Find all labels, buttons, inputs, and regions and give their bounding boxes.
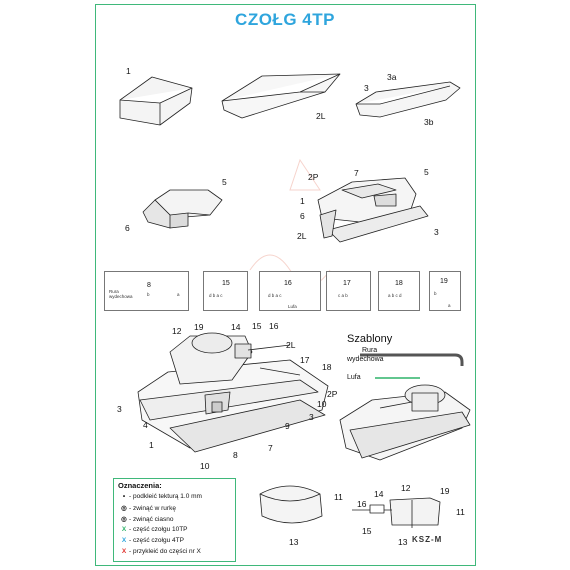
gun-assembly-drawing: [352, 497, 441, 528]
page-border: [95, 4, 476, 566]
callout-main-10-bottom: 10: [200, 461, 210, 471]
detail-box-16: 16 d b a c Lufa: [259, 271, 321, 311]
callout-main-18: 18: [322, 362, 332, 372]
assembled-model-drawing: [339, 384, 471, 461]
part-2L-drawing: [221, 73, 341, 119]
callout-gun-11: 11: [456, 507, 465, 517]
turret-ring-drawing: [259, 485, 323, 524]
callout-main-16: 16: [269, 321, 279, 331]
template-exhaust-label-2: wydechowa: [347, 356, 384, 363]
template-lines: [360, 353, 464, 379]
callout-main-14: 14: [231, 322, 241, 332]
legend-item: X- przykleić do części nr X: [119, 548, 201, 555]
callout-main-2P: 2P: [327, 389, 338, 399]
callout-gun-12: 12: [401, 483, 411, 493]
legend-marker: X: [121, 537, 127, 544]
detail-box-15: 15 d b a c: [203, 271, 248, 311]
callout-ring-13: 13: [289, 537, 299, 547]
legend-item: ◎- zwinąć w rurkę: [119, 504, 176, 512]
callout-main-15: 15: [252, 321, 262, 331]
callout-gun-14: 14: [374, 489, 384, 499]
turret-drawing: [142, 189, 223, 229]
callout-main-3-right: 3: [309, 412, 314, 422]
template-exhaust-label-1: Rura: [362, 347, 378, 354]
legend-item: X- część czołgu 4TP: [119, 537, 184, 544]
callout-3a: 3a: [387, 72, 397, 82]
callout-gun-15: 15: [362, 526, 372, 536]
callout-hull-2L: 2L: [297, 231, 307, 241]
callout-main-12: 12: [172, 326, 182, 336]
callout-3: 3: [364, 83, 369, 93]
legend-text: - przykleić do części nr X: [129, 548, 201, 555]
main-tank-drawing: [137, 332, 329, 453]
callout-gun-19: 19: [440, 486, 450, 496]
legend-item: ◎- zwinąć ciasno: [119, 515, 173, 523]
callout-main-1: 1: [149, 440, 154, 450]
legend-panel: Oznaczenia: •- podkleić tekturą 1.0 mm ◎…: [113, 478, 236, 562]
callout-hull-1: 1: [300, 196, 305, 206]
callout-main-9: 9: [285, 421, 290, 431]
callout-main-7: 7: [268, 443, 273, 453]
callout-hull-5: 5: [424, 167, 429, 177]
legend-text: - podkleić tekturą 1.0 mm: [129, 493, 202, 500]
callout-main-10-right: 10: [317, 399, 327, 409]
callout-3b: 3b: [424, 117, 434, 127]
legend-marker: X: [121, 548, 127, 555]
legend-title: Oznaczenia:: [118, 481, 162, 490]
part-1-drawing: [119, 76, 193, 126]
legend-marker: ◎: [121, 505, 127, 512]
callout-gun-16: 16: [357, 499, 367, 509]
callout-hull-2P: 2P: [308, 172, 319, 182]
hull-assembly-drawing: [317, 177, 429, 243]
legend-text: - zwinąć w rurkę: [129, 505, 176, 512]
template-barrel-label: Lufa: [347, 374, 361, 381]
detail-box-8: 8 Rura wydechowa a b: [104, 271, 189, 311]
detail-box-18: 18 a b c d: [378, 271, 420, 311]
legend-marker: ◎: [121, 516, 127, 523]
callout-main-19: 19: [194, 322, 204, 332]
legend-text: - zwinąć ciasno: [129, 516, 174, 523]
callout-hull-7: 7: [354, 168, 359, 178]
callout-main-2L: 2L: [286, 340, 296, 350]
callout-main-3-left: 3: [117, 404, 122, 414]
callout-turret-6: 6: [125, 223, 130, 233]
legend-item: •- podkleić tekturą 1.0 mm: [119, 493, 202, 500]
callout-hull-3: 3: [434, 227, 439, 237]
publisher-logo: KSZ-M: [412, 535, 443, 544]
callout-main-17: 17: [300, 355, 310, 365]
legend-text: - część czołgu 4TP: [129, 537, 184, 544]
legend-item: X- część czołgu 10TP: [119, 526, 188, 533]
page-title: CZOŁG 4TP: [235, 10, 335, 29]
callout-ring-11: 11: [334, 492, 343, 502]
legend-text: - część czołgu 10TP: [129, 526, 188, 533]
callout-main-4: 4: [143, 420, 148, 430]
callout-1: 1: [126, 66, 131, 76]
callout-gun-13: 13: [398, 537, 408, 547]
detail-box-17: 17 c a b: [326, 271, 371, 311]
callout-2L: 2L: [316, 111, 326, 121]
callout-hull-6: 6: [300, 211, 305, 221]
legend-marker: X: [121, 526, 127, 533]
legend-marker: •: [122, 493, 126, 500]
callout-turret-5: 5: [222, 177, 227, 187]
detail-box-19: 19 b a: [429, 271, 461, 311]
templates-title: Szablony: [347, 333, 393, 345]
part-3-drawing: [355, 81, 461, 118]
callout-main-8: 8: [233, 450, 238, 460]
